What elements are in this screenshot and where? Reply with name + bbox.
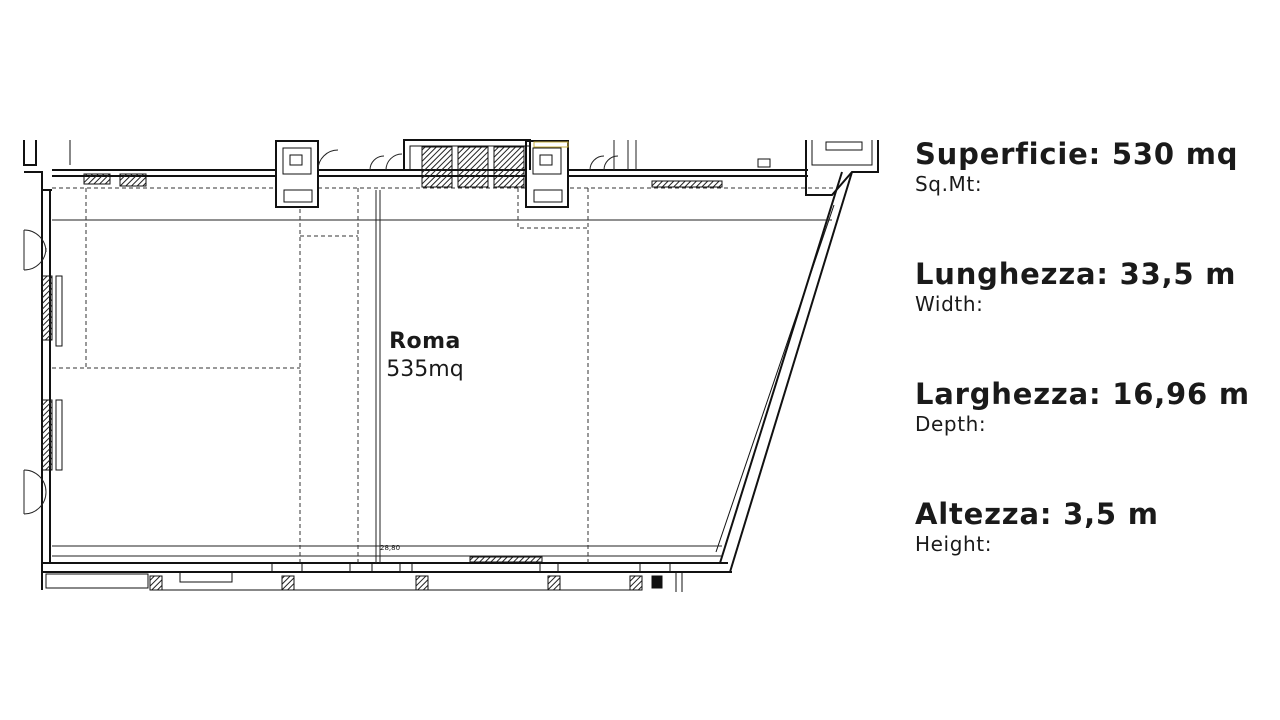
left-windows	[41, 275, 63, 471]
bottom-strip	[45, 562, 683, 592]
spec-surface: Superficie: 530 mq Sq.Mt:	[915, 136, 1265, 256]
room-label: Roma 535mq	[360, 328, 490, 384]
room-name: Roma	[389, 329, 461, 354]
room-area: 535mq	[386, 357, 464, 382]
door-swings	[23, 140, 637, 515]
spec-title: Lunghezza: 33,5 m	[915, 257, 1237, 291]
spec-width: Larghezza: 16,96 m Depth:	[915, 376, 1265, 496]
room-specs: Superficie: 530 mq Sq.Mt: Lunghezza: 33,…	[915, 136, 1265, 616]
columns	[275, 140, 569, 208]
spec-title: Superficie: 530 mq	[915, 137, 1239, 171]
spec-title: Altezza: 3,5 m	[915, 497, 1159, 531]
hatched-details	[83, 158, 771, 563]
spec-title: Larghezza: 16,96 m	[915, 377, 1250, 411]
dimension-note: 28,80	[380, 544, 400, 552]
dashed-partitions	[52, 187, 836, 563]
spec-subtitle: Width:	[915, 292, 984, 316]
spec-subtitle: Height:	[915, 532, 993, 556]
spec-height: Altezza: 3,5 m Height:	[915, 496, 1265, 616]
spec-length: Lunghezza: 33,5 m Width:	[915, 256, 1265, 376]
spec-subtitle: Depth:	[915, 412, 987, 436]
stair-alcove	[403, 139, 569, 188]
outer-walls	[23, 140, 879, 590]
interior-lines	[52, 190, 832, 563]
spec-subtitle: Sq.Mt:	[915, 172, 983, 196]
